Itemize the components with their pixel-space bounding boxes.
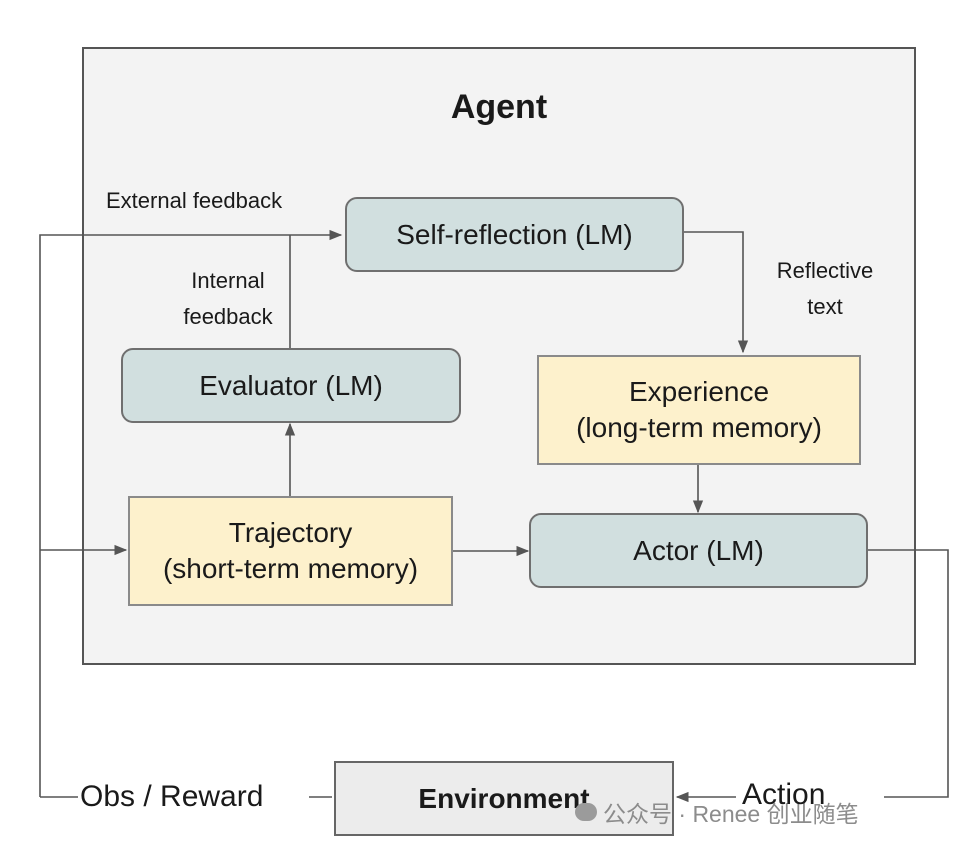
internal-feedback-line2: feedback [183, 304, 273, 329]
wechat-icon [575, 803, 597, 821]
external-feedback-label: External feedback [106, 188, 283, 213]
internal-feedback-label: Internal feedback [168, 263, 288, 335]
trajectory-node: Trajectory (short-term memory) [128, 496, 453, 606]
environment-node: Environment [334, 761, 674, 836]
actor-node: Actor (LM) [529, 513, 868, 588]
experience-label: Experience [628, 376, 770, 407]
trajectory-label: Trajectory [228, 517, 353, 548]
reflective-text-connector [683, 231, 749, 354]
reflective-text-line1: Reflective [776, 258, 874, 283]
self-reflection-node: Self-reflection (LM) [345, 197, 684, 272]
agent-title: Agent [450, 88, 548, 126]
experience-sublabel: (long-term memory) [576, 412, 822, 443]
evaluator-node: Evaluator (LM) [121, 348, 461, 423]
action-connector [868, 549, 949, 798]
actor-label: Actor (LM) [633, 534, 764, 566]
internal-feedback-line1: Internal [191, 268, 265, 293]
self-reflection-label: Self-reflection (LM) [396, 218, 633, 250]
reflective-text-label: Reflective text [760, 253, 890, 325]
action-label: Action [742, 778, 826, 811]
watermark-text: 公众号 · Renee 创业随笔 [603, 801, 859, 827]
external-feedback-connector [39, 229, 343, 797]
obs-reward-label: Obs / Reward [80, 780, 264, 813]
reflective-text-line2: text [807, 294, 843, 319]
environment-label: Environment [418, 782, 590, 814]
trajectory-sublabel: (short-term memory) [162, 553, 419, 584]
experience-node: Experience (long-term memory) [537, 355, 861, 465]
watermark: 公众号 · Renee 创业随笔 [575, 795, 859, 829]
evaluator-label: Evaluator (LM) [199, 369, 383, 401]
